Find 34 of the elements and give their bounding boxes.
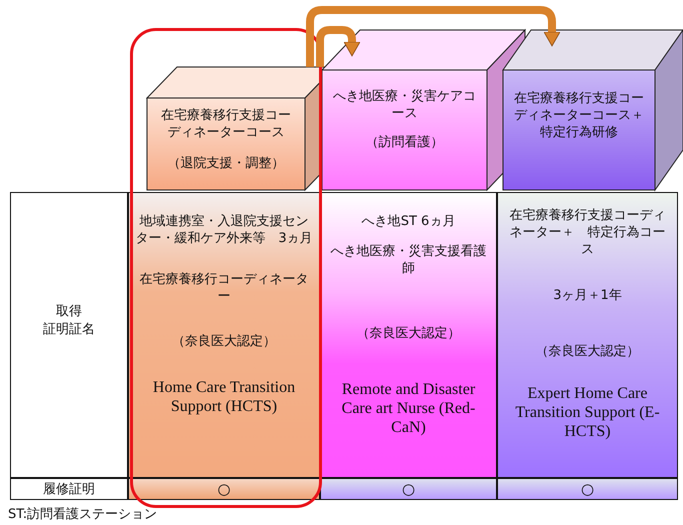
cell-text: へき地ST 6ヵ月: [360, 213, 456, 230]
table-cell: [128, 192, 320, 478]
cube-label: （訪問看護）: [364, 134, 444, 151]
cell-text: ○: [580, 481, 596, 498]
cell-text: ○: [216, 481, 232, 498]
header-cell: [10, 478, 128, 500]
cube-label: へき地医療・災害ケアコース: [332, 88, 477, 122]
table-cell: [320, 192, 497, 478]
curved-arrow: [316, 26, 360, 67]
table-cell: [320, 478, 497, 500]
cell-text: 取得: [55, 303, 83, 320]
footnote: ST:訪問看護ステーション: [8, 506, 158, 523]
cell-text: 在宅療養移行支援コーディネーター＋ 特定行為コース: [508, 207, 666, 258]
header-cell: [10, 192, 128, 478]
curved-arrow: [306, 6, 560, 67]
cell-text: 履修証明: [42, 481, 96, 498]
cell-text: 地域連携室・入退院支援センター・緩和ケア外来等 3ヵ月: [134, 213, 314, 247]
cell-text: Remote and Disaster Care art Nurse (Red-CaN): [340, 380, 476, 437]
cell-text: （奈良医大認定）: [171, 333, 277, 350]
cell-text: 在宅療養移行コーディネーター: [138, 271, 310, 305]
cell-text: ○: [400, 481, 416, 498]
table-cell: [497, 478, 678, 500]
cell-text: Home Care Transition Support (HCTS): [152, 378, 296, 416]
cell-text: （奈良医大認定）: [356, 325, 462, 342]
cube-label: （退院支援・調整）: [166, 155, 286, 172]
cell-text: （奈良医大認定）: [534, 343, 640, 360]
cell-text: へき地医療・災害支援看護師: [330, 243, 488, 277]
table-cell: [128, 478, 320, 500]
cell-text: Expert Home Care Transition Support (E-HCTS): [514, 384, 661, 441]
cube-label: 在宅療養移行支援コーディネーターコース: [160, 107, 292, 141]
cube-label: 在宅療養移行支援コーディネーターコース＋特定行為研修: [513, 90, 645, 141]
cell-text: 証明証名: [42, 321, 96, 338]
table-cell: [497, 192, 678, 478]
cell-text: 3ヶ月＋1年: [552, 287, 623, 304]
